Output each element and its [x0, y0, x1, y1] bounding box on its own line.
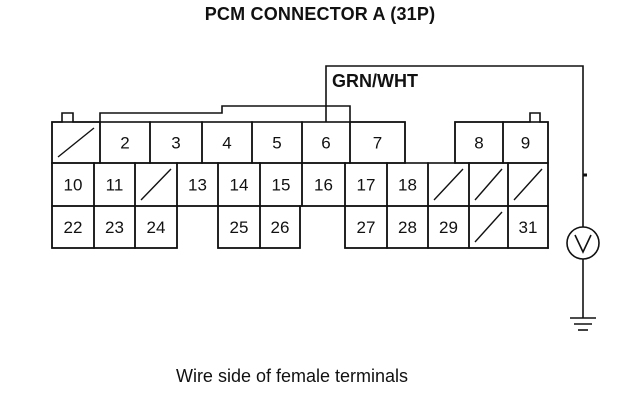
terminal-number: 3	[171, 134, 180, 153]
terminal-number: 26	[271, 218, 290, 237]
terminal-number: 13	[188, 176, 207, 195]
terminal-number: 22	[64, 218, 83, 237]
terminal-number: 11	[106, 176, 124, 195]
terminal-cell	[507, 205, 549, 249]
terminal-number: 2	[120, 134, 129, 153]
terminal-number: 18	[398, 176, 417, 195]
terminal-number: 5	[272, 134, 281, 153]
diagram-title: PCM CONNECTOR A (31P)	[204, 4, 436, 24]
voltmeter-v-glyph	[574, 234, 592, 254]
wire-color-label: GRN/WHT	[332, 71, 418, 91]
unused-terminal-slash	[140, 168, 172, 201]
terminal-number: 6	[321, 134, 330, 153]
probe-wire	[325, 65, 584, 227]
diagram-caption: Wire side of female terminals	[175, 366, 409, 386]
terminal-number: 9	[521, 134, 530, 153]
terminal-number: 23	[105, 218, 124, 237]
unused-terminal-slash	[474, 168, 503, 201]
terminal-number: 28	[398, 218, 417, 237]
terminal-number: 8	[474, 134, 483, 153]
terminal-number: 4	[222, 134, 231, 153]
terminal-number: 16	[314, 176, 333, 195]
unused-terminal-slash	[513, 168, 543, 201]
terminal-number: 25	[230, 218, 249, 237]
terminal-number: 29	[439, 218, 458, 237]
terminal-number: 27	[357, 218, 376, 237]
unused-terminal-slash	[474, 211, 503, 243]
terminal-number: 24	[147, 218, 166, 237]
unused-terminal-slash	[57, 127, 95, 158]
terminal-number: 31	[519, 218, 538, 237]
terminal-number: 10	[64, 176, 83, 195]
voltmeter-icon	[566, 226, 600, 260]
terminal-cell	[259, 205, 301, 249]
terminal-number: 15	[272, 176, 291, 195]
unused-terminal-slash	[433, 168, 464, 201]
terminal-cell	[134, 205, 178, 249]
terminal-number: 14	[230, 176, 249, 195]
terminal-number: 7	[373, 134, 382, 153]
terminal-number: 17	[357, 176, 376, 195]
meter-circuit	[325, 65, 600, 331]
